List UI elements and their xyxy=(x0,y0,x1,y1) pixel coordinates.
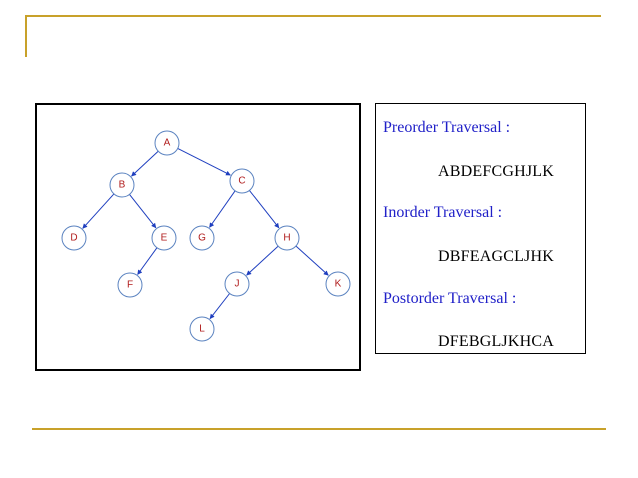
node-circle xyxy=(61,225,87,251)
edge-h-k xyxy=(295,245,329,276)
tree-node-d: D xyxy=(61,225,87,251)
tree-node-j: J xyxy=(224,271,250,297)
node-circle xyxy=(154,130,180,156)
node-label: H xyxy=(283,233,290,244)
left-decorative-rule xyxy=(25,15,27,57)
node-circle xyxy=(224,271,250,297)
node-circle xyxy=(229,168,255,194)
node-circle xyxy=(109,172,135,198)
tree-node-e: E xyxy=(151,225,177,251)
tree-node-c: C xyxy=(229,168,255,194)
tree-canvas: A B C D E G H F J K L xyxy=(61,130,351,342)
postorder-label: Postorder Traversal : xyxy=(383,290,517,307)
node-circle xyxy=(325,271,351,297)
node-label: C xyxy=(238,176,245,187)
node-label: G xyxy=(198,233,206,244)
node-label: F xyxy=(127,280,133,291)
tree-node-l: L xyxy=(189,316,215,342)
tree-node-b: B xyxy=(109,172,135,198)
edge-c-h xyxy=(249,190,280,229)
node-label: D xyxy=(70,233,77,244)
node-label: B xyxy=(119,180,126,191)
node-circle xyxy=(274,225,300,251)
tree-node-k: K xyxy=(325,271,351,297)
node-circle xyxy=(117,272,143,298)
edge-h-j xyxy=(246,245,279,276)
edge-c-g xyxy=(209,190,236,228)
tree-node-f: F xyxy=(117,272,143,298)
node-circle xyxy=(189,225,215,251)
bottom-decorative-rule xyxy=(32,428,606,430)
binary-tree-diagram: A B C D E G H F J K L xyxy=(35,103,361,371)
node-circle xyxy=(151,225,177,251)
preorder-label: Preorder Traversal : xyxy=(383,119,511,136)
inorder-sequence: DBFEAGCLJHK xyxy=(438,248,554,265)
inorder-label: Inorder Traversal : xyxy=(383,204,503,221)
postorder-sequence: DFEBGLJKHCA xyxy=(438,333,554,350)
tree-node-h: H xyxy=(274,225,300,251)
node-label: A xyxy=(164,138,171,149)
node-label: K xyxy=(335,279,342,290)
node-label: J xyxy=(235,279,240,290)
top-decorative-rule xyxy=(25,15,601,17)
edge-b-e xyxy=(129,194,157,229)
node-label: E xyxy=(161,233,168,244)
edge-a-b xyxy=(131,150,159,177)
traversal-results-panel: Preorder Traversal : ABDEFCGHJLK Inorder… xyxy=(375,103,586,354)
tree-node-g: G xyxy=(189,225,215,251)
edge-j-l xyxy=(209,293,230,320)
edge-b-d xyxy=(82,193,115,229)
edge-e-f xyxy=(137,247,158,275)
preorder-sequence: ABDEFCGHJLK xyxy=(438,163,554,180)
node-label: L xyxy=(199,324,205,335)
tree-node-a: A xyxy=(154,130,180,156)
node-circle xyxy=(189,316,215,342)
edge-a-c xyxy=(177,147,231,176)
